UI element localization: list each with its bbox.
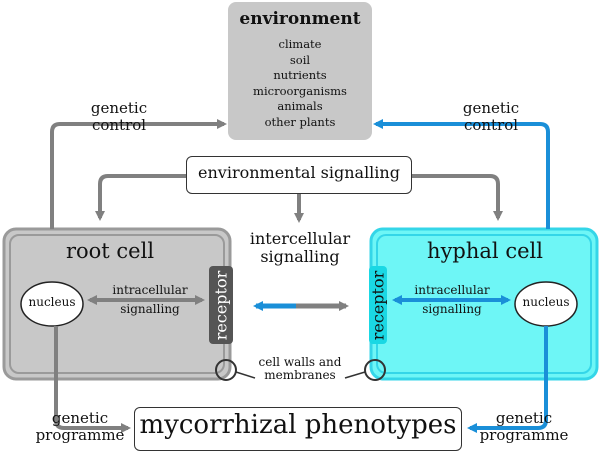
hyphal-cell-title: hyphal cell xyxy=(427,239,543,263)
hyphal-wall-pointer xyxy=(344,371,366,379)
root-wall-circle xyxy=(215,359,237,381)
genetic-programme-right-arrow xyxy=(467,326,548,433)
hyphal-wall-circle xyxy=(364,359,386,381)
genetic-programme-left-arrow xyxy=(54,326,131,433)
environment-factor-list: climate soil nutrients microorganisms an… xyxy=(228,37,372,131)
mycorrhizal-phenotypes-box xyxy=(134,407,462,451)
genetic-control-left-label: genetic control xyxy=(90,99,148,134)
environmental-signalling-label: environmental signalling xyxy=(198,163,400,182)
root-nucleus-label: nucleus xyxy=(28,295,76,309)
environment-factor: microorganisms xyxy=(253,83,347,98)
environment-factor: climate xyxy=(278,37,322,51)
hyphal-intracellular-label: intracellular signalling xyxy=(414,283,490,317)
hyphal-receptor-label: receptor xyxy=(368,270,388,341)
env-signal-left-arrow xyxy=(95,174,186,221)
hyphal-nucleus-label: nucleus xyxy=(522,295,570,309)
genetic-programme-left-label: genetic programme xyxy=(35,409,125,444)
environment-factor: nutrients xyxy=(273,68,327,83)
root-receptor xyxy=(209,266,233,344)
environment-factor: animals xyxy=(277,99,323,114)
mycorrhizal-phenotypes-label: mycorrhizal phenotypes xyxy=(139,410,457,440)
intercellular-signalling-label: intercellular signalling xyxy=(249,229,351,266)
environment-title: environment xyxy=(239,9,361,29)
hyphal-receptor xyxy=(369,266,387,344)
root-nucleus xyxy=(20,281,84,327)
environment-factor: soil xyxy=(289,52,311,67)
root-receptor-label: receptor xyxy=(211,270,231,341)
genetic-programme-right-label: genetic programme xyxy=(479,409,569,444)
environment-box xyxy=(228,2,372,140)
genetic-control-left-arrow xyxy=(50,119,227,229)
genetic-control-right-label: genetic control xyxy=(462,99,520,134)
environmental-signalling-box xyxy=(186,156,412,194)
root-wall-pointer xyxy=(235,371,256,379)
cell-walls-label: cell walls and membranes xyxy=(258,355,342,383)
env-signal-right-arrow xyxy=(412,174,503,221)
environment-factor: other plants xyxy=(264,114,336,129)
root-intracellular-label: intracellular signalling xyxy=(112,283,188,317)
genetic-control-right-arrow xyxy=(373,119,550,229)
root-cell-title: root cell xyxy=(65,239,155,263)
